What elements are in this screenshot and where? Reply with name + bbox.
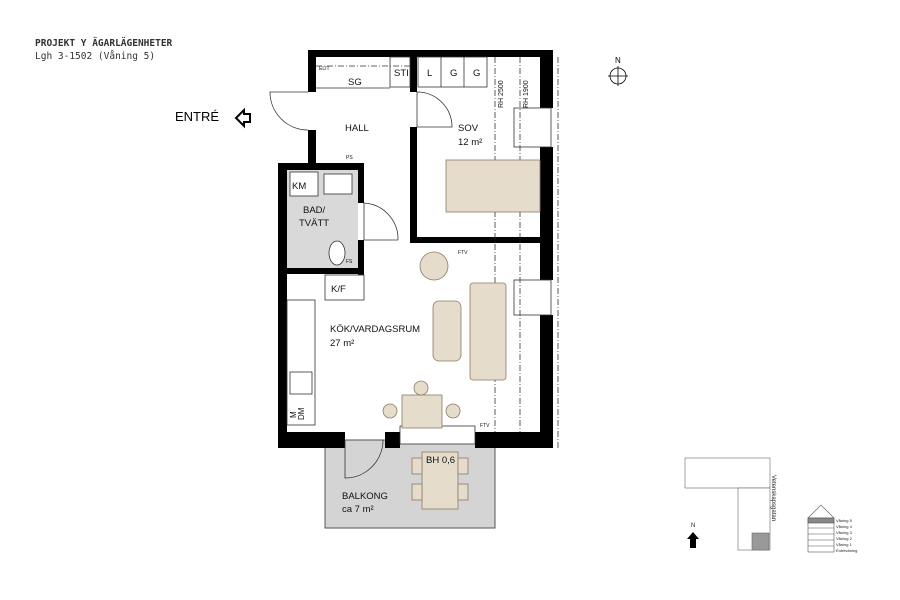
label-rh-2500: RH 2500 [498, 80, 505, 108]
floor-5: Våning 5 [836, 518, 853, 523]
coffee-table [432, 300, 462, 362]
label-elit: ELIT [319, 66, 330, 72]
floor-entre: Entréväning [836, 548, 857, 553]
label-fs: FS [346, 259, 353, 265]
keyplan-north-arrow-icon [687, 532, 699, 548]
room-balkong-area: ca 7 m² [342, 504, 374, 515]
floor-4: Våning 4 [836, 524, 853, 529]
floor-indicator [807, 504, 835, 553]
entrance-label: ENTRÉ [175, 109, 219, 124]
label-sg: SG [348, 77, 362, 88]
compass-label: N [615, 56, 621, 65]
room-sov-area: 12 m² [458, 137, 482, 148]
label-km: KM [292, 181, 306, 192]
label-rh-1900: RH 1900 [523, 80, 530, 108]
label-dm: DM [297, 407, 306, 420]
label-ftv-2: FTV [480, 423, 490, 429]
label-g1: G [450, 68, 457, 79]
bed [445, 159, 541, 213]
label-ps: PS [346, 155, 353, 161]
furniture [382, 159, 541, 510]
entrance-door [269, 91, 309, 131]
balcony-table [421, 451, 459, 510]
keyplan-north: N [691, 523, 695, 529]
kitchen-counter [286, 274, 365, 426]
bedroom-door [416, 91, 453, 128]
floor-2: Våning 2 [836, 536, 853, 541]
label-ftv-1: FTV [458, 250, 468, 256]
room-hall: HALL [345, 123, 369, 134]
label-sti: STI [394, 68, 409, 79]
dining-table [401, 394, 443, 429]
bathroom-fixtures [289, 171, 353, 266]
label-l: L [427, 68, 432, 79]
label-m: M [289, 411, 298, 418]
north-compass-icon [608, 66, 628, 86]
armchair [419, 251, 449, 281]
unit-subtitle: Lgh 3-1502 (Våning 5) [35, 51, 156, 62]
label-kf: K/F [331, 284, 346, 295]
floor-1: Våning 1 [836, 542, 853, 547]
room-kok: KÖK/VARDAGSRUM [330, 324, 420, 335]
label-bh: BH 0,6 [426, 455, 455, 466]
walls [278, 50, 553, 448]
floor-3: Våning 3 [836, 530, 853, 535]
room-tvatt: TVÄTT [299, 218, 329, 229]
sofa [469, 282, 507, 381]
balcony-door [344, 439, 384, 479]
room-bad: BAD/ [303, 205, 326, 216]
bathroom-door [363, 202, 399, 241]
project-title: PROJEKT Y ÄGARLÄGENHETER [35, 38, 173, 49]
room-balkong: BALKONG [342, 491, 388, 502]
label-g2: G [473, 68, 480, 79]
room-kok-area: 27 m² [330, 338, 354, 349]
key-plan [684, 457, 771, 551]
keyplan-street: Vetenskapsgatan [770, 475, 776, 521]
entrance-arrow-icon [234, 107, 251, 129]
room-sov: SOV [458, 123, 479, 134]
